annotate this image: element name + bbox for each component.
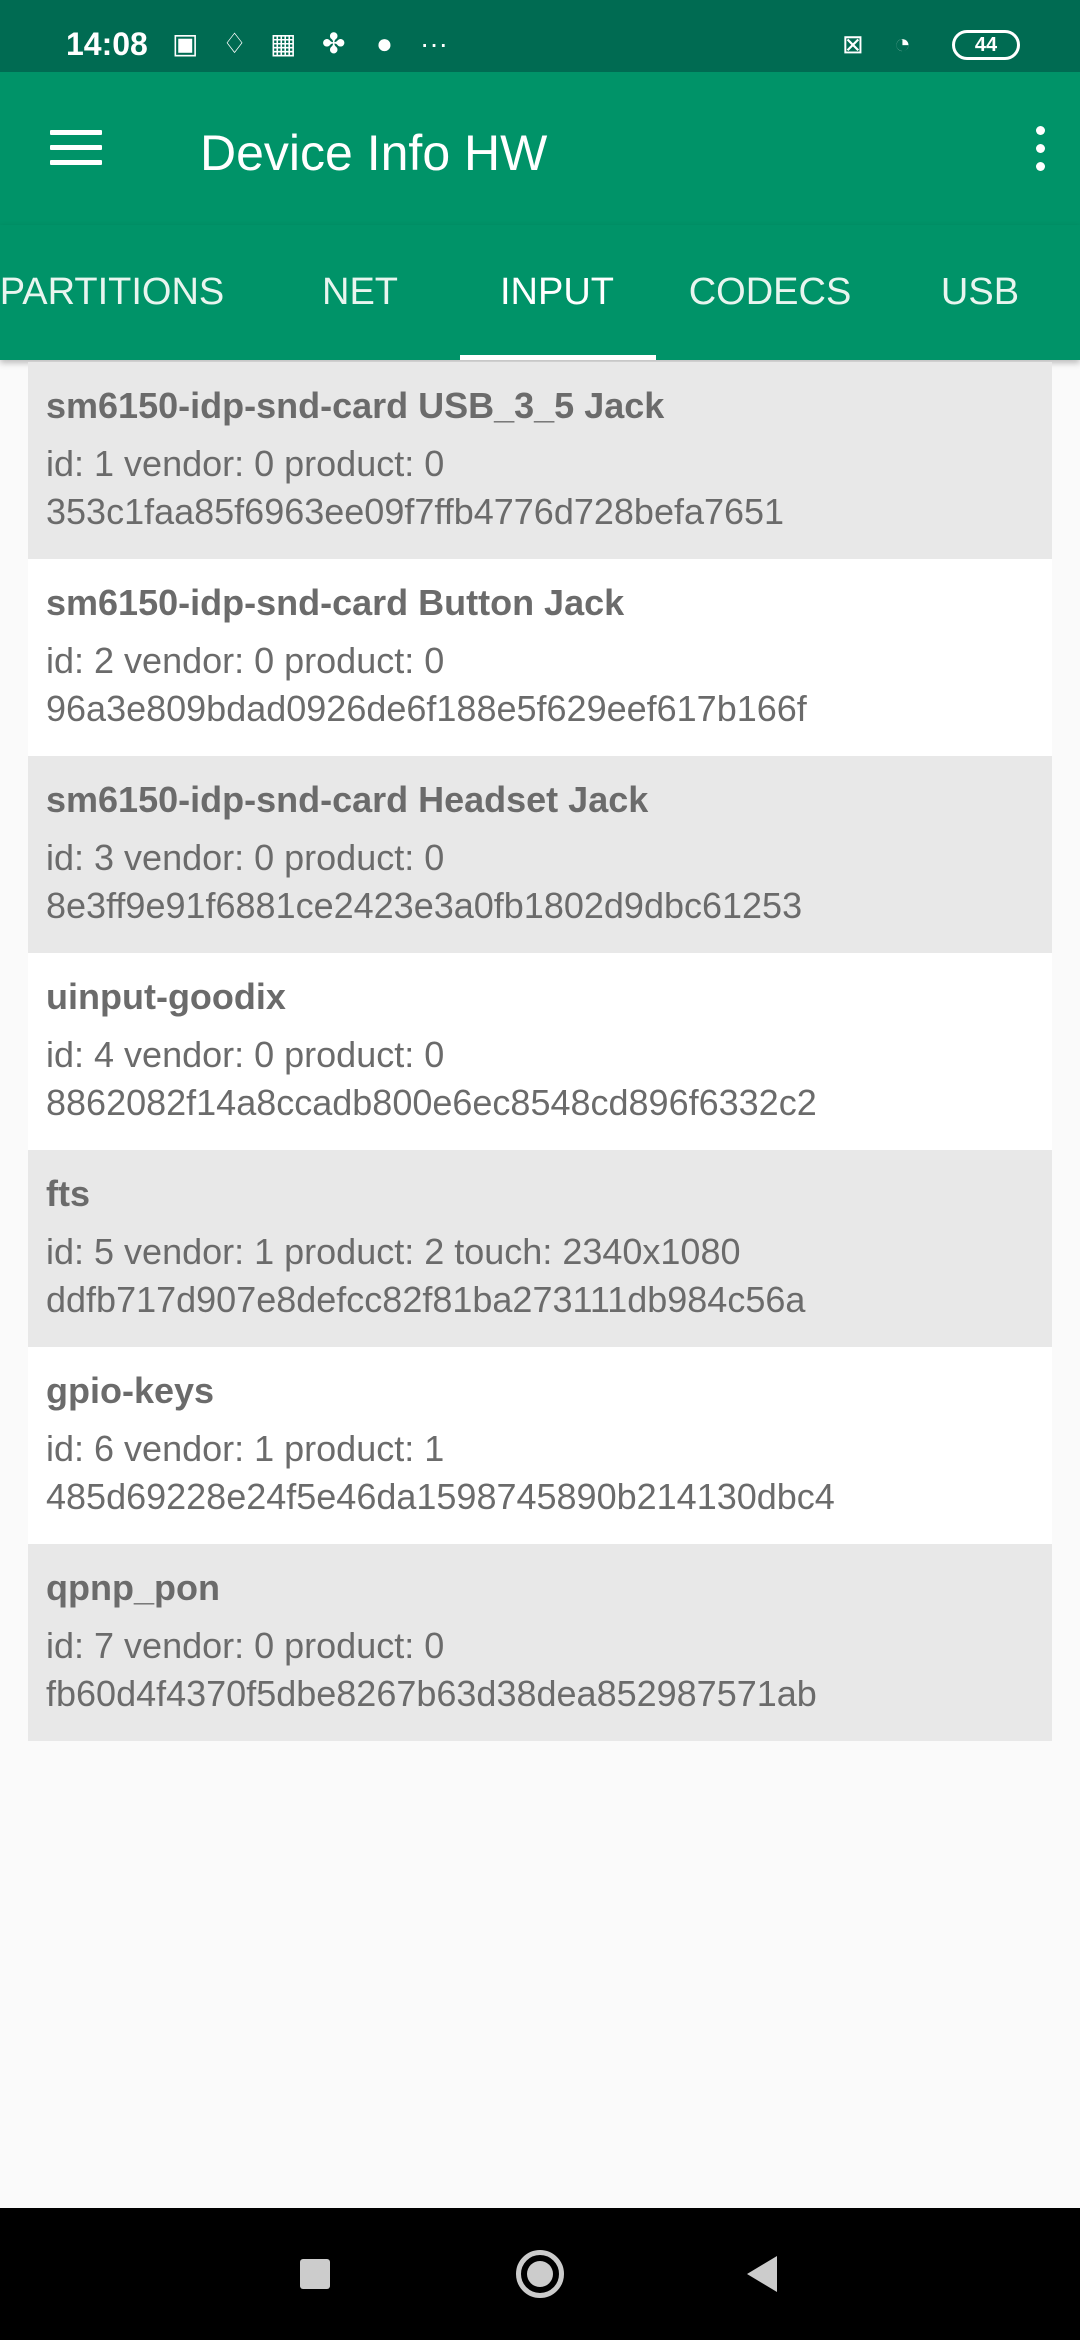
battery-icon: 44	[952, 30, 1020, 60]
device-list-item[interactable]: sm6150-idp-snd-card USB_3_5 Jack id: 1 v…	[28, 362, 1052, 559]
device-list-item[interactable]: sm6150-idp-snd-card Headset Jack id: 3 v…	[28, 756, 1052, 953]
device-list-item[interactable]: qpnp_pon id: 7 vendor: 0 product: 0 fb60…	[28, 1544, 1052, 1741]
tab-partitions[interactable]: PARTITIONS	[0, 271, 225, 313]
device-info: id: 2 vendor: 0 product: 0	[46, 640, 445, 681]
apps-icon: ▦	[270, 28, 297, 59]
status-bar: 14:08 ▣ ♢ ▦ ✤ ● ··· ⊠ ◔ 44	[0, 0, 1080, 72]
device-hash: 96a3e809bdad0926de6f188e5f629eef617b166f	[46, 688, 807, 729]
game-icon: ▣	[172, 28, 199, 59]
app-toolbar: Device Info HW	[0, 72, 1080, 225]
device-info: id: 4 vendor: 0 product: 0	[46, 1034, 445, 1075]
app-title: Device Info HW	[200, 125, 548, 181]
device-info: id: 1 vendor: 0 product: 0	[46, 443, 445, 484]
device-name: sm6150-idp-snd-card Button Jack	[46, 582, 625, 623]
device-list-item[interactable]: uinput-goodix id: 4 vendor: 0 product: 0…	[28, 953, 1052, 1150]
device-hash: ddfb717d907e8defcc82f81ba273111db984c56a	[46, 1279, 806, 1320]
home-button[interactable]	[516, 2250, 564, 2298]
device-name: qpnp_pon	[46, 1567, 220, 1608]
battery-level: 44	[974, 34, 998, 56]
device-name: uinput-goodix	[46, 976, 286, 1017]
input-device-list[interactable]: sm6150-idp-snd-card USB_3_5 Jack id: 1 v…	[28, 362, 1052, 1741]
device-name: fts	[46, 1173, 90, 1214]
device-hash: 8862082f14a8ccadb800e6ec8548cd896f6332c2	[46, 1082, 817, 1123]
hamburger-menu-icon[interactable]	[50, 130, 102, 166]
wifi-icon: ◔	[894, 28, 911, 59]
device-name: sm6150-idp-snd-card Headset Jack	[46, 779, 649, 820]
device-hash: 8e3ff9e91f6881ce2423e3a0fb1802d9dbc61253	[46, 885, 803, 926]
back-button[interactable]	[747, 2256, 777, 2292]
navigation-bar	[0, 2208, 1080, 2340]
active-tab-indicator	[460, 355, 656, 360]
device-info: id: 7 vendor: 0 product: 0	[46, 1625, 445, 1666]
device-hash: 485d69228e24f5e46da1598745890b214130dbc4	[46, 1476, 835, 1517]
tab-input[interactable]: INPUT	[500, 271, 614, 313]
device-info: id: 5 vendor: 1 product: 2 touch: 2340x1…	[46, 1231, 741, 1272]
device-info: id: 6 vendor: 1 product: 1	[46, 1428, 445, 1469]
device-name: gpio-keys	[46, 1370, 215, 1411]
more-notifications-icon: ···	[420, 28, 448, 59]
device-hash: fb60d4f4370f5dbe8267b63d38dea852987571ab	[46, 1673, 817, 1714]
tab-bar: PARTITIONS NET INPUT CODECS USB	[0, 225, 1080, 360]
device-info: id: 3 vendor: 0 product: 0	[46, 837, 445, 878]
clock: 14:08	[66, 26, 148, 62]
location-outline-icon: ♢	[222, 28, 248, 59]
device-hash: 353c1faa85f6963ee09f7ffb4776d728befa7651	[46, 491, 785, 532]
device-list-item[interactable]: fts id: 5 vendor: 1 product: 2 touch: 23…	[28, 1150, 1052, 1347]
device-list-item[interactable]: gpio-keys id: 6 vendor: 1 product: 1 485…	[28, 1347, 1052, 1544]
location-pin-icon: ●	[376, 28, 393, 59]
device-name: sm6150-idp-snd-card USB_3_5 Jack	[46, 385, 665, 426]
tab-net[interactable]: NET	[322, 271, 398, 313]
recents-button[interactable]	[300, 2259, 330, 2289]
tab-codecs[interactable]: CODECS	[688, 271, 852, 313]
overflow-menu-icon[interactable]	[1030, 126, 1050, 174]
tab-usb[interactable]: USB	[940, 271, 1020, 313]
device-list-item[interactable]: sm6150-idp-snd-card Button Jack id: 2 ve…	[28, 559, 1052, 756]
no-sim-icon: ⊠	[842, 29, 864, 59]
fan-icon: ✤	[322, 28, 346, 59]
